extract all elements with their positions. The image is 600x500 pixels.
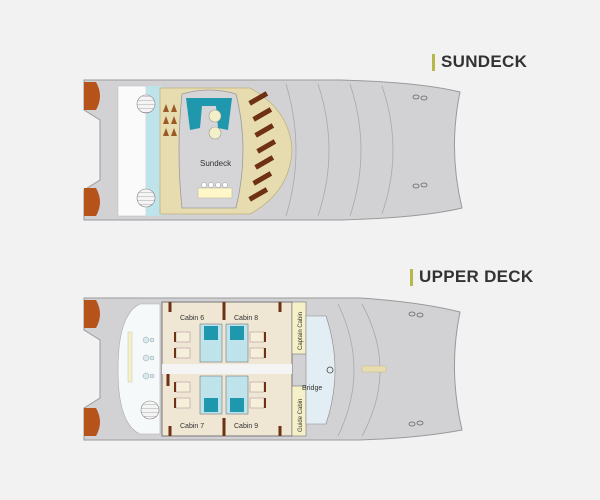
upper-stern-rail	[127, 331, 133, 383]
cabin-walls	[166, 302, 282, 436]
captain-cabin-label: Captain Cabin	[298, 312, 304, 350]
upper-stair	[140, 400, 160, 420]
cabin-corridor	[162, 364, 292, 374]
jacuzzi-bottom	[208, 126, 222, 140]
bar-stools	[201, 182, 228, 188]
title-accent-bar	[432, 53, 435, 71]
jacuzzi-bench	[186, 98, 232, 130]
stern-step-bottom	[84, 408, 100, 436]
cabin-8-label: Cabin 8	[234, 315, 258, 322]
bed-headboards	[174, 332, 266, 408]
stern-step-top	[84, 300, 100, 328]
cabin-beds	[175, 331, 265, 409]
sundeck-area-label: Sundeck	[200, 159, 232, 168]
jacuzzi-top	[208, 109, 222, 123]
steering-wheel-icon	[326, 366, 334, 374]
sundeck-stair-bottom	[136, 188, 156, 208]
sundeck-stair-top	[136, 94, 156, 114]
upper-deck-title-text: UPPER DECK	[419, 267, 534, 286]
sundeck-title: SUNDECK	[432, 52, 527, 72]
bathrooms	[199, 323, 249, 415]
upper-deck-plan: Cabin 6 Cabin 8 Cabin 7 Cabin 9 Captain …	[83, 297, 463, 441]
stern-seats	[142, 336, 155, 380]
sundeck-pool-band	[146, 86, 162, 216]
cabin-7-label: Cabin 7	[180, 423, 204, 430]
cabin-9-label: Cabin 9	[234, 423, 258, 430]
bridge-area	[305, 315, 336, 425]
sundeck-bar-counter	[197, 187, 233, 199]
bow-walkway	[361, 365, 387, 373]
sundeck-bow-lines	[285, 83, 394, 217]
sundeck-plan: Sundeck	[83, 79, 463, 221]
bow-cleats	[408, 311, 424, 427]
sundeck-title-text: SUNDECK	[441, 52, 528, 71]
guide-cabin-label: Guide Cabin	[298, 399, 304, 432]
stern-step-bottom	[84, 188, 100, 216]
sun-loungers	[248, 91, 277, 202]
title-accent-bar	[410, 268, 413, 286]
upper-deck-title: UPPER DECK	[410, 267, 533, 287]
sundeck-planters	[163, 104, 177, 136]
bridge-label: Bridge	[302, 385, 322, 392]
bow-cleats	[412, 94, 428, 189]
stern-step-top	[84, 82, 100, 110]
cabin-6-label: Cabin 6	[180, 315, 204, 322]
